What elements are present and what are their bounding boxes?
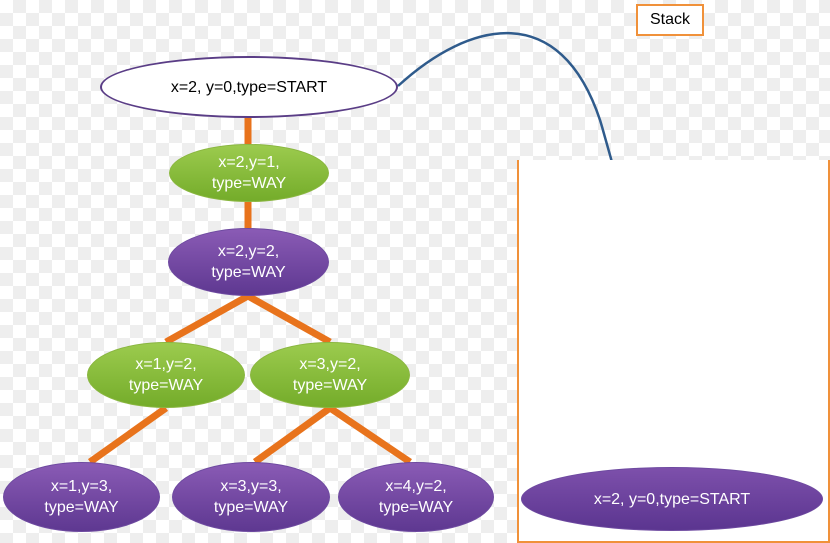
node-x1-y2: x=1,y=2, type=WAY xyxy=(87,342,245,408)
node-x4-y2: x=4,y=2, type=WAY xyxy=(338,462,494,532)
edge-n2-n3 xyxy=(164,292,250,346)
node-x3-y3: x=3,y=3, type=WAY xyxy=(172,462,330,532)
root-node: x=2, y=0,type=START xyxy=(100,56,398,118)
node-x2-y2: x=2,y=2, type=WAY xyxy=(168,228,329,296)
node-x3-y2: x=3,y=2, type=WAY xyxy=(250,342,410,408)
stack-item-start: x=2, y=0,type=START xyxy=(521,467,823,531)
node-x1-y3: x=1,y=3, type=WAY xyxy=(3,462,160,532)
edge-n4-n7 xyxy=(328,405,412,465)
node-x2-y1: x=2,y=1, type=WAY xyxy=(169,144,329,202)
edge-n4-n6 xyxy=(252,405,333,465)
tree-edges xyxy=(87,118,412,465)
stack-label: Stack xyxy=(636,4,704,36)
edge-n3-n5 xyxy=(87,405,169,465)
edge-n2-n4 xyxy=(246,292,332,346)
